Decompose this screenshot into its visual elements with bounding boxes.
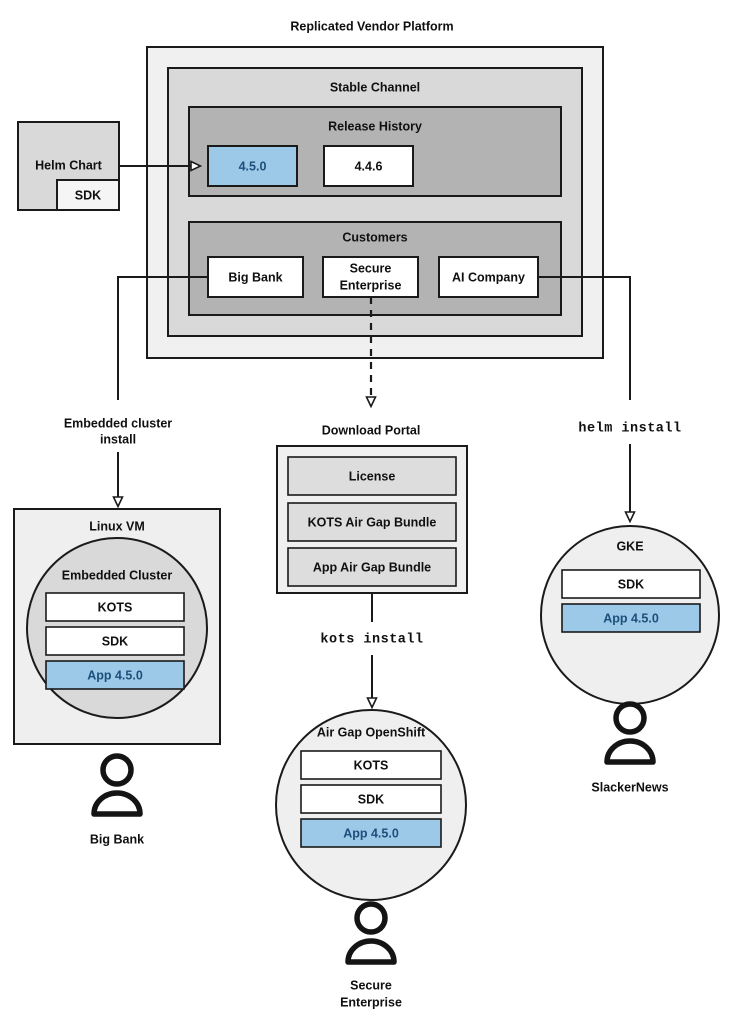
artifact-kots-air-gap-bundle[interactable] [287, 502, 457, 542]
person-icon [345, 901, 397, 965]
gke-title: GKE [616, 539, 643, 553]
customer-ai-company[interactable] [438, 256, 539, 298]
airgap-component-kots[interactable] [300, 750, 442, 780]
linux-vm-component-kots[interactable] [45, 592, 185, 622]
person-icon [604, 701, 656, 765]
gke-component-app[interactable] [561, 603, 701, 633]
airgap-component-sdk[interactable] [300, 784, 442, 814]
airgap-component-app[interactable] [300, 818, 442, 848]
helm-chart-label: Helm Chart [35, 158, 103, 172]
artifact-app-air-gap-bundle[interactable] [287, 547, 457, 587]
linux-vm-customer-label: Big Bank [90, 832, 144, 846]
customer-big-bank-label: Big Bank [228, 270, 282, 284]
person-icon [91, 753, 143, 817]
release-4-4-6[interactable] [323, 145, 414, 187]
linux-vm-component-sdk-label: SDK [102, 634, 128, 648]
linux-vm-component-kots-label: KOTS [98, 600, 133, 614]
airgap-component-kots-label: KOTS [354, 758, 389, 772]
linux-vm-component-sdk[interactable] [45, 626, 185, 656]
release-4-5-0[interactable] [207, 145, 298, 187]
customer-secure-enterprise-label-1: Secure [350, 261, 392, 275]
release-4-4-6-label: 4.4.6 [355, 159, 383, 173]
airgap-customer-label-1: Secure [350, 978, 392, 992]
gke-component-sdk[interactable] [561, 569, 701, 599]
page-title: Replicated Vendor Platform [290, 19, 453, 33]
airgap-component-app-label: App 4.5.0 [343, 826, 399, 840]
artifact-license-label: License [349, 469, 396, 483]
artifact-license[interactable] [287, 456, 457, 496]
download-portal-title: Download Portal [322, 423, 421, 437]
release-history-title: Release History [328, 119, 422, 133]
connector-ai-company-to-helm [538, 276, 631, 400]
release-4-5-0-label: 4.5.0 [239, 159, 267, 173]
airgap-openshift-title: Air Gap OpenShift [317, 725, 426, 739]
stable-channel-title: Stable Channel [330, 80, 420, 94]
artifact-kots-air-gap-bundle-label: KOTS Air Gap Bundle [308, 515, 437, 529]
helm-chart-sdk-box [56, 179, 120, 211]
embedded-cluster-title: Embedded Cluster [62, 568, 173, 582]
gke-component-app-label: App 4.5.0 [603, 611, 659, 625]
customers-title: Customers [342, 230, 407, 244]
customer-secure-enterprise-label-2: Enterprise [340, 278, 402, 292]
kots-install-label: kots install [320, 633, 423, 648]
linux-vm-title: Linux VM [89, 519, 145, 533]
connector-big-bank-to-embedded [117, 276, 208, 400]
linux-vm-component-app[interactable] [45, 660, 185, 690]
helm-chart-sdk-label: SDK [75, 188, 101, 202]
gke-component-sdk-label: SDK [618, 577, 644, 591]
gke-customer-label: SlackerNews [591, 780, 668, 794]
embedded-cluster-install-label-2: install [100, 432, 136, 446]
airgap-component-sdk-label: SDK [358, 792, 384, 806]
linux-vm-component-app-label: App 4.5.0 [87, 668, 143, 682]
artifact-app-air-gap-bundle-label: App Air Gap Bundle [313, 560, 431, 574]
helm-install-label: helm install [578, 422, 681, 437]
airgap-customer-label-2: Enterprise [340, 995, 402, 1009]
customer-big-bank[interactable] [207, 256, 304, 298]
customer-secure-enterprise[interactable] [322, 256, 419, 298]
customer-ai-company-label: AI Company [452, 270, 525, 284]
embedded-cluster-install-label-1: Embedded cluster [64, 416, 172, 430]
